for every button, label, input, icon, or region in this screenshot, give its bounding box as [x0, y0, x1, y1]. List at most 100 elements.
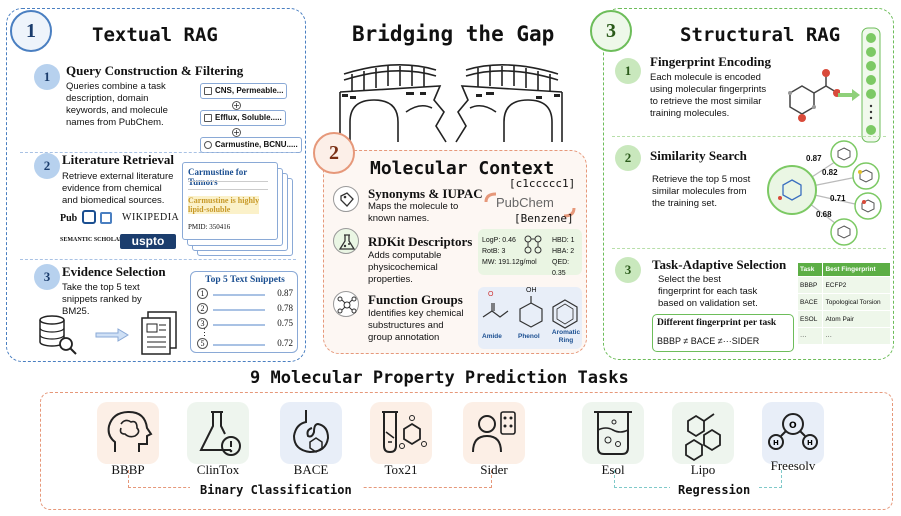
snippets-title: Top 5 Text Snippets [205, 275, 285, 285]
synonyms-title: Synonyms & IUPAC [368, 186, 483, 201]
table-row: ······ [796, 327, 891, 345]
step-badge: 1 [34, 64, 60, 90]
stomach-icon [292, 410, 330, 454]
lipo-tile [672, 402, 734, 464]
network-icon [333, 291, 359, 317]
group-label: Phenol [518, 333, 540, 340]
step-title: Literature Retrieval [62, 152, 175, 167]
table-cell: Topological Torsion [822, 293, 891, 311]
bace-tile [280, 402, 342, 464]
main-title: Bridging the Gap [352, 22, 555, 46]
function-groups-title: Function Groups [368, 292, 463, 307]
structural-rag-badge: 3 [590, 10, 632, 52]
table-cell: BBBP [796, 276, 824, 294]
textual-rag-title: Textual RAG [92, 24, 218, 46]
fingerprint-vector [861, 27, 881, 143]
aromatic-ring-structure [552, 299, 578, 329]
phenol-structure [519, 296, 543, 328]
table-cell: ··· [822, 327, 891, 345]
phenol-oh: OH [526, 287, 537, 294]
diff-title: Different fingerprint per task [657, 318, 777, 328]
step-title: Similarity Search [650, 148, 747, 163]
diff-fingerprint-card: Different fingerprint per task BBBP ≠ BA… [652, 314, 794, 352]
query-chip: CNS, Permeable... [200, 83, 288, 99]
divider [20, 152, 296, 153]
molecular-context-title: Molecular Context [370, 158, 555, 179]
molecule-name: [Benzene] [514, 212, 574, 225]
diff-formula: BBBP ≠ BACE ≠···SIDER [657, 336, 760, 346]
similarity-score: 0.87 [806, 154, 822, 163]
textual-rag-badge: 1 [10, 10, 52, 52]
task-label: ClinTox [196, 462, 240, 477]
textual-rag-panel [6, 8, 306, 362]
database-search-icon [39, 315, 77, 355]
lipophilicity-molecule-icon [685, 413, 721, 462]
database-icon [100, 212, 112, 224]
table-cell: BACE [796, 293, 824, 311]
step-badge: 2 [34, 153, 60, 179]
pubchem-logo: PubChem [496, 195, 554, 210]
task-label: Esol [601, 462, 625, 477]
tox21-tile [370, 402, 432, 464]
pubmed-logo: Pub [60, 213, 78, 224]
table-header: Best Fingerprint [822, 262, 891, 277]
task-label: BACE [293, 462, 329, 477]
esol-tile [582, 402, 644, 464]
document-pmid: PMID: 350416 [188, 223, 231, 231]
table-cell: Atom Pair [822, 310, 891, 328]
step-badge: 3 [34, 264, 60, 290]
document-title: Carmustine for Tumors [188, 167, 248, 187]
task-label: Sider [480, 462, 508, 477]
arrow-right-icon [838, 89, 860, 101]
table-header: Task [796, 262, 824, 277]
step-badge: 3 [615, 257, 641, 283]
step-badge: 2 [615, 145, 641, 171]
regression-label: Regression [670, 483, 759, 497]
wikipedia-logo: WIKIPEDIA [122, 212, 180, 223]
tasks-panel [40, 392, 893, 510]
flask-icon [333, 228, 359, 254]
flask-warning-icon [199, 411, 241, 456]
plus-icon: + [232, 128, 241, 137]
molecular-context-badge: 2 [313, 132, 355, 174]
plus-icon: + [232, 101, 241, 110]
arrow-right-icon [95, 328, 129, 342]
patient-pills-icon [472, 411, 516, 453]
brain-head-icon [107, 410, 153, 452]
tag-icon [333, 186, 359, 212]
documents-icon [141, 311, 177, 355]
svg-text:H: H [807, 439, 813, 447]
text-line [188, 181, 268, 185]
sider-tile [463, 402, 525, 464]
table-cell: ··· [796, 327, 824, 345]
bbbp-tile [97, 402, 159, 464]
rdkit-title: RDKit Descriptors [368, 234, 473, 249]
uspto-logo: uspto [120, 234, 176, 249]
step-title: Task-Adaptive Selection [652, 257, 787, 272]
similarity-score: 0.71 [830, 194, 846, 203]
query-chip: Efflux, Soluble..... [200, 110, 286, 126]
